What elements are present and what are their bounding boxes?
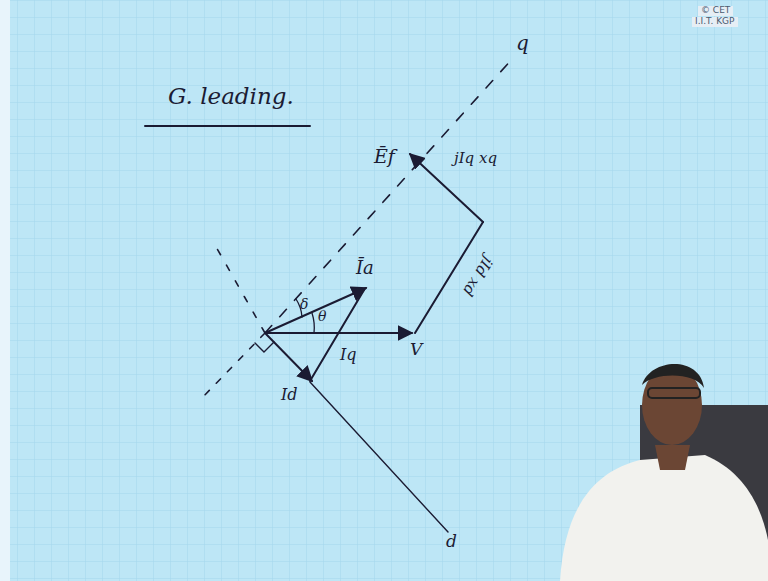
- phasor-label-text: Iq: [340, 345, 357, 364]
- phasor-label-text: Id: [281, 385, 298, 404]
- phasor-label: Ēf: [374, 146, 395, 167]
- title-note: G. leading.: [168, 84, 294, 109]
- theta-arc: [312, 313, 314, 333]
- title-underline: [145, 125, 310, 127]
- phasor-label: Īa: [356, 258, 374, 278]
- d-axis: [310, 382, 448, 532]
- axis-label-text: q: [516, 31, 529, 55]
- right-angle-mark: [255, 342, 274, 352]
- phasor-label-text: jId xd: [459, 253, 497, 299]
- q-axis: [265, 58, 513, 333]
- phasor-label: Iq: [340, 346, 357, 364]
- phasor-label-text: jIq xq: [454, 149, 497, 167]
- axis-extension: [215, 245, 265, 333]
- iq-phasor: [310, 290, 364, 381]
- phasor-label-text: Īa: [356, 257, 374, 278]
- board-edge: [0, 0, 10, 581]
- phasor-label: jId xd: [460, 253, 497, 298]
- angle-label: θ: [318, 309, 326, 324]
- angle-label-text: δ: [300, 296, 308, 312]
- watermark: © CET: [698, 6, 733, 16]
- angle-label-text: θ: [318, 308, 326, 324]
- phasor-label: Id: [281, 386, 298, 404]
- title-note-text: G. leading.: [168, 83, 294, 109]
- axis-label: d: [446, 532, 457, 551]
- watermark-text: I.I.T. KGP: [695, 16, 735, 26]
- phasor-label: V: [410, 340, 422, 359]
- axis-label-text: d: [446, 531, 457, 551]
- watermark-text: © CET: [701, 5, 730, 15]
- watermark: I.I.T. KGP: [692, 17, 738, 27]
- phasor-label: jIq xq: [454, 150, 497, 167]
- angle-label: δ: [300, 297, 308, 312]
- id-phasor: [265, 333, 312, 381]
- phasor-label-text: Ēf: [374, 145, 395, 167]
- phasor-label-text: V: [410, 339, 422, 359]
- axis-label: q: [516, 32, 529, 54]
- presenter: [560, 364, 768, 581]
